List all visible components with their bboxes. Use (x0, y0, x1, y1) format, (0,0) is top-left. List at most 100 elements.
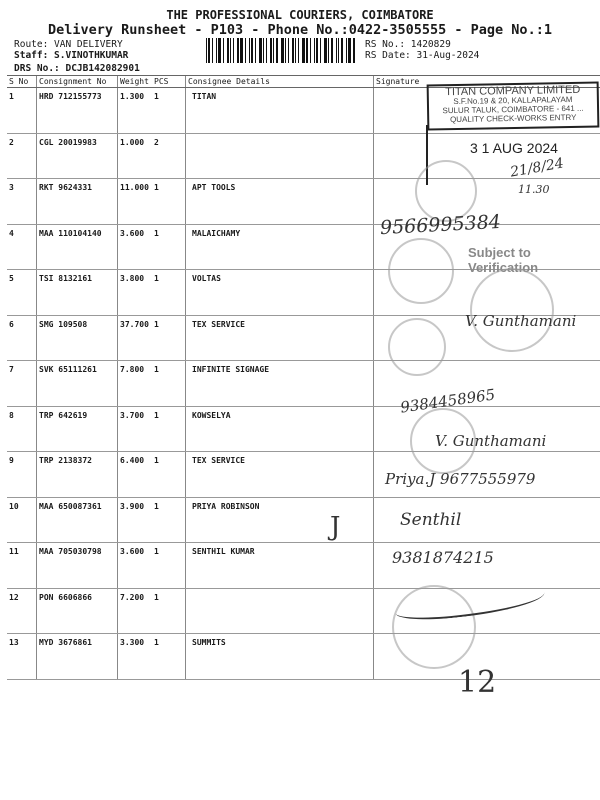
barcode-bar (348, 38, 351, 63)
runsheet-title: Delivery Runsheet - P103 - Phone No.:042… (48, 22, 552, 38)
hand-bottom: 12 (458, 665, 497, 700)
cell-sno: 3 (7, 178, 37, 225)
cell-weight: 37.700 (117, 315, 152, 361)
cell-consignee (185, 133, 374, 179)
cell-weight: 7.800 (117, 360, 152, 407)
cell-consignee (185, 588, 374, 634)
cell-consignee: APT TOOLS (185, 178, 374, 225)
cell-pcs: 1 (152, 315, 186, 361)
cell-sno: 13 (7, 633, 37, 680)
cell-sno: 11 (7, 542, 37, 589)
barcode-bar (206, 38, 207, 63)
hand-name-2: V. Gunthamani (435, 432, 547, 450)
col-pcs: PCS (152, 75, 186, 88)
cell-pcs: 1 (152, 87, 186, 134)
hand-row12: J (330, 512, 341, 542)
cell-signature[interactable] (373, 497, 600, 543)
drs-number: DRS No.: DCJB142082901 (14, 63, 140, 74)
barcode-bar (331, 38, 333, 63)
titan-stamp: TITAN COMPANY LIMITED S.F.No.19 & 20, KA… (426, 81, 600, 131)
cell-consignment: MAA 110104140 (36, 224, 118, 270)
runsheet-table: S No Consignment No Weight PCS Consignee… (7, 75, 600, 680)
barcode-bar (285, 38, 286, 63)
cell-consignment: TSI 8132161 (36, 269, 118, 316)
barcode-bar (237, 38, 239, 63)
barcode-bar (295, 38, 296, 63)
barcode-bar (208, 38, 210, 63)
cell-consignment: CGL 20019983 (36, 133, 118, 179)
barcode-bar (216, 38, 217, 63)
cell-consignment: RKT 9624331 (36, 178, 118, 225)
col-signature: Signature (373, 75, 600, 88)
cell-pcs: 1 (152, 269, 186, 316)
cell-consignee: SENTHIL KUMAR (185, 542, 374, 589)
stamp-line: QUALITY CHECK-WORKS ENTRY (449, 112, 577, 124)
barcode-bar (336, 38, 337, 63)
cell-weight: 3.600 (117, 224, 152, 270)
cell-sno: 12 (7, 588, 37, 634)
cell-sno: 7 (7, 360, 37, 407)
cell-pcs: 1 (152, 588, 186, 634)
barcode-bar (298, 38, 299, 63)
barcode-bar (320, 38, 321, 63)
cell-consignee: TITAN (185, 87, 374, 134)
barcode-bar (273, 38, 274, 63)
cell-consignment: MAA 650087361 (36, 497, 118, 543)
barcode-bar (314, 38, 315, 63)
round-stamp (410, 408, 476, 474)
cell-sno: 8 (7, 406, 37, 452)
table-header-row: S No Consignment No Weight PCS Consignee… (7, 75, 600, 88)
cell-weight: 3.300 (117, 633, 152, 680)
round-stamp (388, 318, 446, 376)
col-consignment: Consignment No (36, 75, 118, 88)
col-weight: Weight (117, 75, 152, 88)
cell-signature[interactable] (373, 451, 600, 498)
rs-date: RS Date: 31-Aug-2024 (365, 50, 480, 61)
barcode-bar (288, 38, 289, 63)
cell-consignee: TEX SERVICE (185, 315, 374, 361)
barcode-bar (251, 38, 253, 63)
cell-signature[interactable] (373, 542, 600, 589)
barcode-bar (212, 38, 213, 63)
rs-number: RS No.: 1420829 (365, 39, 451, 50)
cell-sno: 1 (7, 87, 37, 134)
cell-signature[interactable] (373, 133, 600, 179)
barcode-bar (302, 38, 305, 63)
barcode-bar (316, 38, 318, 63)
barcode-bar (223, 38, 224, 63)
cell-pcs: 1 (152, 497, 186, 543)
company-title: THE PROFESSIONAL COURIERS, COIMBATORE (166, 8, 434, 22)
cell-weight: 3.900 (117, 497, 152, 543)
cell-sno: 2 (7, 133, 37, 179)
route-label: Route: VAN DELIVERY (14, 39, 123, 50)
cell-weight: 1.300 (117, 87, 152, 134)
cell-weight: 6.400 (117, 451, 152, 498)
barcode-bar (227, 38, 229, 63)
barcode-bar (263, 38, 264, 63)
col-sno: S No (7, 75, 37, 88)
cell-pcs: 1 (152, 633, 186, 680)
hand-phone-3: 9381874215 (392, 548, 494, 567)
cell-consignee: SUMMITS (185, 633, 374, 680)
cell-pcs: 1 (152, 451, 186, 498)
stamp-border (426, 125, 428, 185)
barcode-bar (270, 38, 272, 63)
cell-weight: 7.200 (117, 588, 152, 634)
barcode-bar (218, 38, 221, 63)
barcode-bar (255, 38, 256, 63)
cell-sno: 10 (7, 497, 37, 543)
cell-signature[interactable] (373, 87, 600, 134)
barcode-bar (249, 38, 250, 63)
barcode-bar (292, 38, 294, 63)
cell-pcs: 1 (152, 360, 186, 407)
cell-signature[interactable] (373, 178, 600, 225)
cell-pcs: 1 (152, 542, 186, 589)
cell-sno: 6 (7, 315, 37, 361)
cell-weight: 3.800 (117, 269, 152, 316)
